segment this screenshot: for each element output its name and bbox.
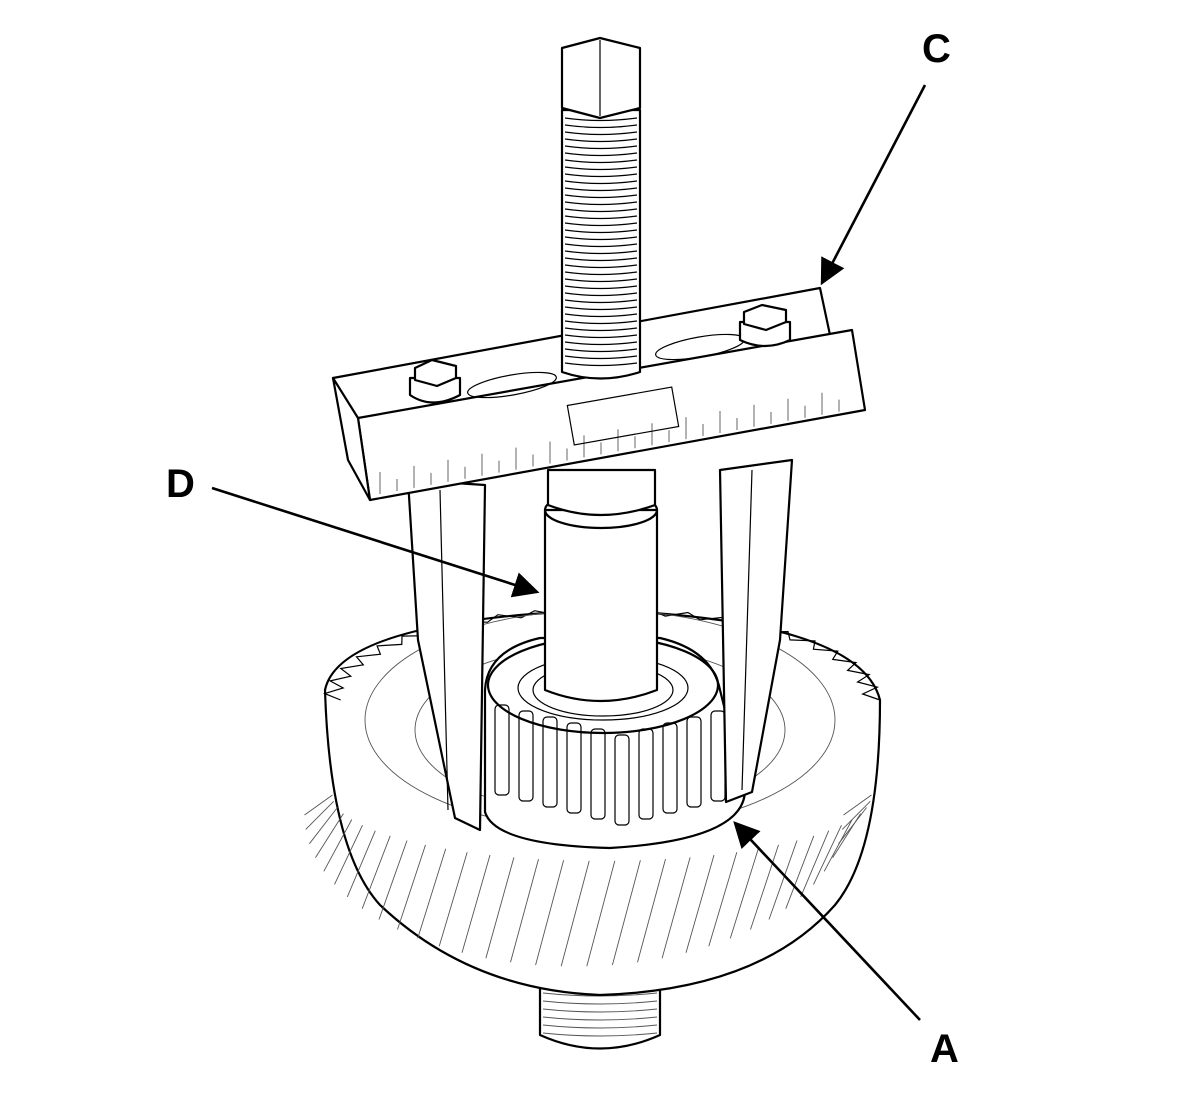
callout-a: A [930, 1027, 959, 1071]
crossbar-bolts [408, 303, 792, 404]
callout-c: C [922, 27, 951, 71]
forcing-screw [560, 36, 642, 380]
leader-d [211, 486, 540, 598]
leader-a [733, 821, 921, 1021]
leader-lines [211, 84, 927, 1021]
leader-c [820, 84, 927, 286]
callout-d: D [166, 462, 195, 506]
center-spacer [543, 468, 659, 703]
puller-legs [406, 458, 794, 832]
